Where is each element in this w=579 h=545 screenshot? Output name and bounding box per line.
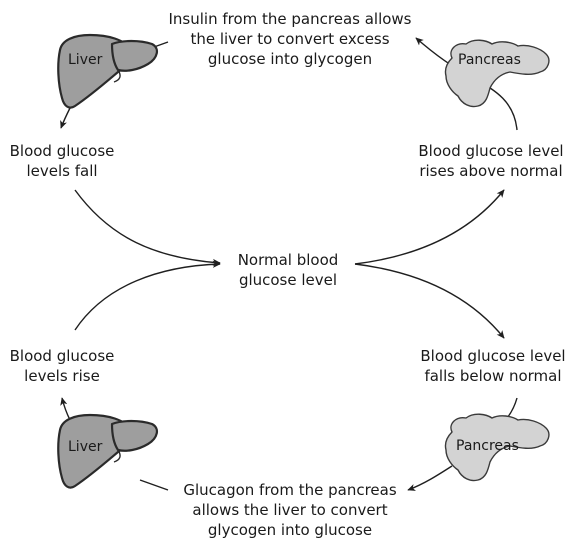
label-levels-fall-line2: levels fall (26, 162, 98, 180)
arrow-pancreas-to-glucagon-caption (407, 465, 453, 491)
arrow-liver-to-left-top (60, 107, 71, 129)
liver-icon-top: Liver (57, 33, 158, 109)
arrow-rise-to-normal (74, 260, 221, 331)
glucagon-caption-line1: Glucagon from the pancreas (183, 481, 397, 499)
insulin-caption-line1: Insulin from the pancreas allows (168, 10, 412, 28)
liver-icon-bottom: Liver (57, 413, 158, 489)
label-falls-below-normal-line1: Blood glucose level (420, 347, 566, 365)
label-levels-rise-line1: Blood glucose (9, 347, 115, 365)
insulin-caption-line3: glucose into glycogen (207, 50, 373, 68)
pancreas-label-bottom: Pancreas (456, 438, 519, 454)
label-rises-above-normal-line1: Blood glucose level (418, 142, 564, 160)
pancreas-icon-top: Pancreas (444, 39, 550, 108)
liver-label-bottom: Liver (68, 439, 103, 455)
label-levels-rise: Blood glucose levels rise (0, 346, 124, 386)
arrow-caption-to-liver-bottom (139, 479, 169, 491)
glucagon-caption-line2: allows the liver to convert (192, 501, 388, 519)
liver-label-top: Liver (68, 52, 103, 68)
label-levels-fall: Blood glucose levels fall (0, 141, 124, 181)
label-levels-rise-line2: levels rise (24, 367, 100, 385)
arrow-normal-to-rise (354, 189, 505, 265)
label-normal-line1: Normal blood (237, 251, 339, 269)
arrow-liver-to-left-bottom (60, 397, 71, 421)
label-falls-below-normal-line2: falls below normal (424, 367, 562, 385)
label-falls-below-normal: Blood glucose level falls below normal (410, 346, 576, 386)
insulin-caption-line2: the liver to convert excess (190, 30, 390, 48)
insulin-caption: Insulin from the pancreas allows the liv… (155, 9, 425, 69)
arrow-fall-to-normal (74, 189, 221, 267)
label-normal-line2: glucose level (238, 271, 338, 289)
pancreas-label-top: Pancreas (458, 52, 521, 68)
glucagon-caption-line3: glycogen into glucose (207, 521, 373, 539)
label-normal-blood-glucose: Normal blood glucose level (222, 250, 354, 290)
glucagon-caption: Glucagon from the pancreas allows the li… (160, 480, 420, 540)
label-rises-above-normal: Blood glucose level rises above normal (408, 141, 574, 181)
label-levels-fall-line1: Blood glucose (9, 142, 115, 160)
pancreas-icon-bottom: Pancreas (444, 413, 550, 482)
label-rises-above-normal-line2: rises above normal (419, 162, 563, 180)
arrow-normal-to-fall (354, 263, 505, 339)
